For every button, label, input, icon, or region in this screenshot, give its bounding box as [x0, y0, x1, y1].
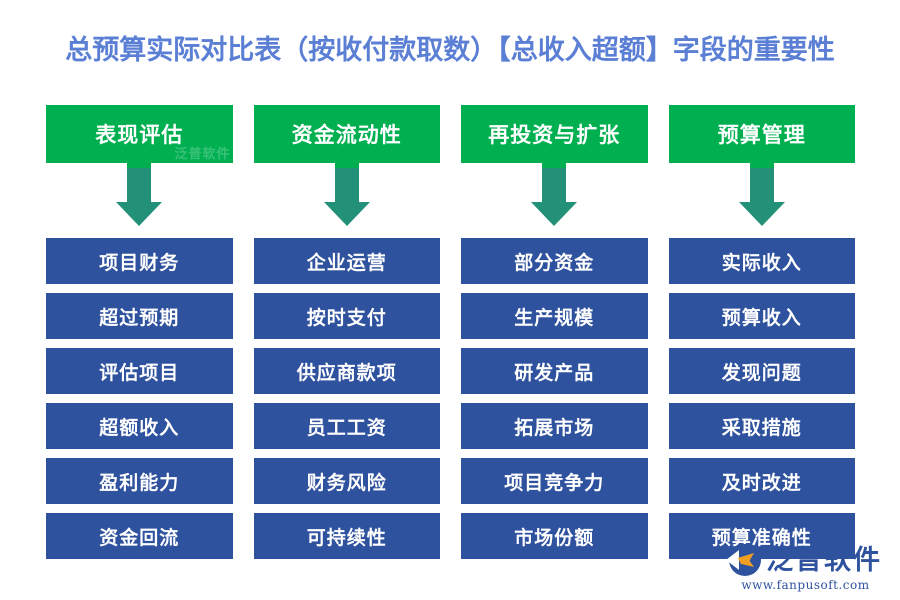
list-item[interactable]: 项目竞争力	[461, 458, 648, 504]
column-2-header[interactable]: 资金流动性	[253, 105, 440, 163]
list-item[interactable]: 盈利能力	[46, 458, 233, 504]
column-3-arrow	[461, 163, 648, 238]
column-4-arrow	[669, 163, 856, 238]
list-item[interactable]: 部分资金	[461, 238, 648, 284]
list-item[interactable]: 及时改进	[668, 458, 855, 504]
arrow-shaft	[334, 163, 359, 203]
arrow-shaft	[127, 163, 152, 203]
header-watermark-brand: 泛普软件	[174, 146, 231, 162]
arrow-down-icon	[323, 163, 370, 226]
page-title: 总预算实际对比表（按收付款取数）【总收入超额】字段的重要性	[65, 35, 835, 66]
column-4: 预算管理 实际收入 预算收入 发现问题 采取措施 及时改进 预算准确性	[668, 105, 856, 559]
column-1: 表现评估 泛普软件 项目财务 超过预期 评估项目 超额收入 盈利能力 资金回流	[46, 105, 233, 559]
list-item[interactable]: 按时支付	[253, 293, 440, 339]
arrow-down-icon	[738, 163, 785, 226]
column-3-header[interactable]: 再投资与扩张	[461, 105, 648, 163]
list-item[interactable]: 预算收入	[668, 293, 855, 339]
arrow-down-icon	[531, 163, 578, 226]
list-item[interactable]: 可持续性	[253, 513, 440, 559]
list-item[interactable]: 超过预期	[46, 293, 233, 339]
list-item[interactable]: 项目财务	[46, 238, 233, 284]
column-4-cells: 实际收入 预算收入 发现问题 采取措施 及时改进 预算准确性	[668, 238, 855, 559]
arrow-head	[116, 202, 163, 226]
column-1-header-label: 表现评估	[95, 122, 184, 147]
arrow-shaft	[749, 163, 774, 203]
columns-container: 表现评估 泛普软件 项目财务 超过预期 评估项目 超额收入 盈利能力 资金回流	[46, 105, 855, 559]
list-item[interactable]: 采取措施	[668, 403, 855, 449]
list-item[interactable]: 市场份额	[461, 513, 648, 559]
list-item[interactable]: 财务风险	[253, 458, 440, 504]
list-item[interactable]: 企业运营	[253, 238, 440, 284]
arrow-shaft	[542, 163, 567, 203]
column-2: 资金流动性 企业运营 按时支付 供应商款项 员工工资 财务风险 可持续性	[253, 105, 441, 559]
column-4-header-label: 预算管理	[717, 122, 806, 147]
column-1-cells: 项目财务 超过预期 评估项目 超额收入 盈利能力 资金回流	[46, 238, 233, 559]
arrow-down-icon	[116, 163, 163, 226]
list-item[interactable]: 供应商款项	[253, 348, 440, 394]
list-item[interactable]: 资金回流	[46, 513, 233, 559]
list-item[interactable]: 生产规模	[461, 293, 648, 339]
list-item[interactable]: 员工工资	[253, 403, 440, 449]
list-item[interactable]: 发现问题	[668, 348, 855, 394]
column-3-cells: 部分资金 生产规模 研发产品 拓展市场 项目竞争力 市场份额	[461, 238, 648, 559]
arrow-head	[738, 202, 785, 226]
list-item[interactable]: 拓展市场	[461, 403, 648, 449]
column-1-header[interactable]: 表现评估 泛普软件	[46, 105, 233, 163]
arrow-head	[323, 202, 370, 226]
column-3: 再投资与扩张 部分资金 生产规模 研发产品 拓展市场 项目竞争力 市场份额	[461, 105, 648, 559]
list-item[interactable]: 评估项目	[46, 348, 233, 394]
column-2-arrow	[254, 163, 441, 238]
list-item[interactable]: 实际收入	[668, 238, 855, 284]
column-1-arrow	[46, 163, 233, 238]
list-item[interactable]: 预算准确性	[668, 513, 855, 559]
column-4-header[interactable]: 预算管理	[668, 105, 855, 163]
column-2-cells: 企业运营 按时支付 供应商款项 员工工资 财务风险 可持续性	[253, 238, 440, 559]
arrow-head	[531, 202, 578, 226]
brand-url: www.fanpusoft.com	[741, 578, 870, 592]
column-3-header-label: 再投资与扩张	[488, 122, 621, 147]
column-2-header-label: 资金流动性	[291, 122, 402, 147]
list-item[interactable]: 研发产品	[461, 348, 648, 394]
list-item[interactable]: 超额收入	[46, 403, 233, 449]
